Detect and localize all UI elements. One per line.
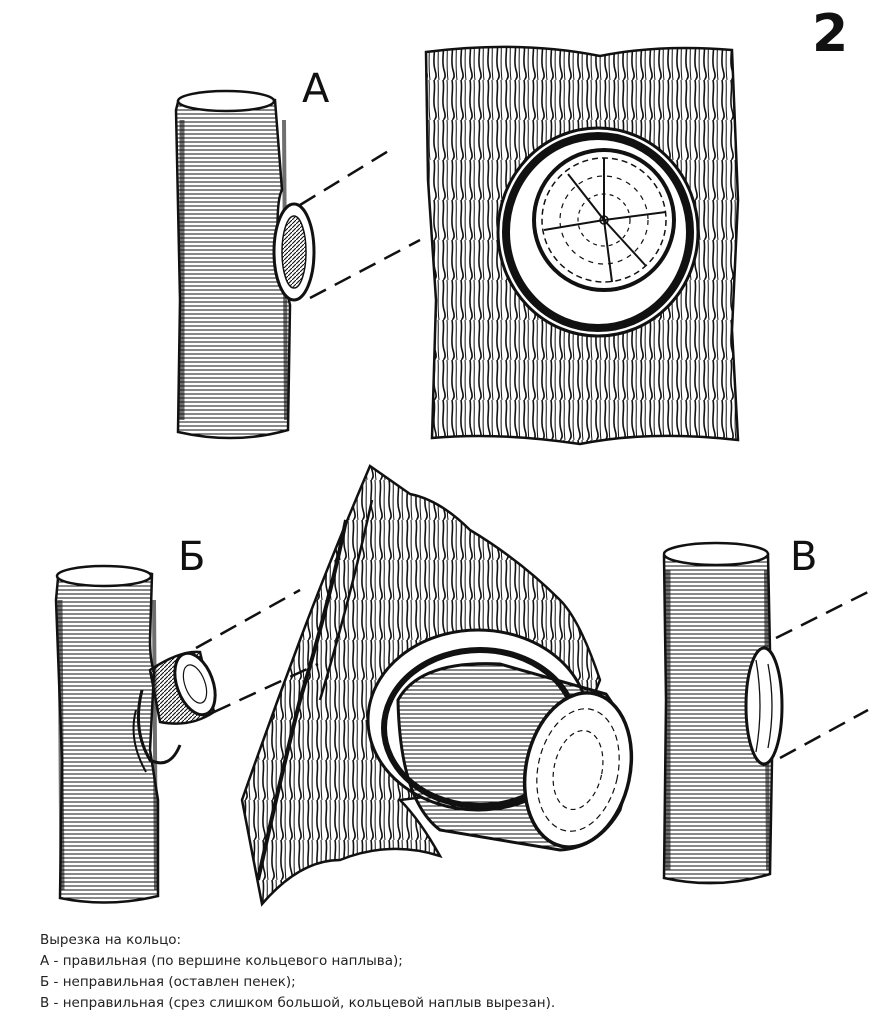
leader-lines-v	[775, 590, 869, 760]
label-b: Б	[178, 534, 206, 580]
label-a: А	[302, 66, 330, 112]
caption-line-a: А - правильная (по вершине кольцевого на…	[40, 953, 403, 969]
cut-v	[744, 646, 784, 766]
stub-b	[132, 650, 217, 773]
caption: Вырезка на кольцо: А - правильная (по ве…	[40, 930, 860, 1014]
leader-lines-a	[299, 148, 421, 300]
bark-detail-a	[424, 45, 740, 446]
trunk-b	[54, 564, 160, 904]
caption-line-b: Б - неправильная (оставлен пенек);	[40, 974, 296, 990]
label-v: В	[790, 534, 818, 580]
caption-line-v: В - неправильная (срез слишком большой, …	[40, 995, 556, 1011]
caption-heading: Вырезка на кольцо:	[40, 932, 182, 948]
cut-a	[272, 202, 316, 302]
figure-number: 2	[812, 4, 849, 64]
trunk-a	[174, 89, 292, 440]
stub-detail-b	[240, 464, 634, 907]
trunk-v	[662, 541, 774, 885]
